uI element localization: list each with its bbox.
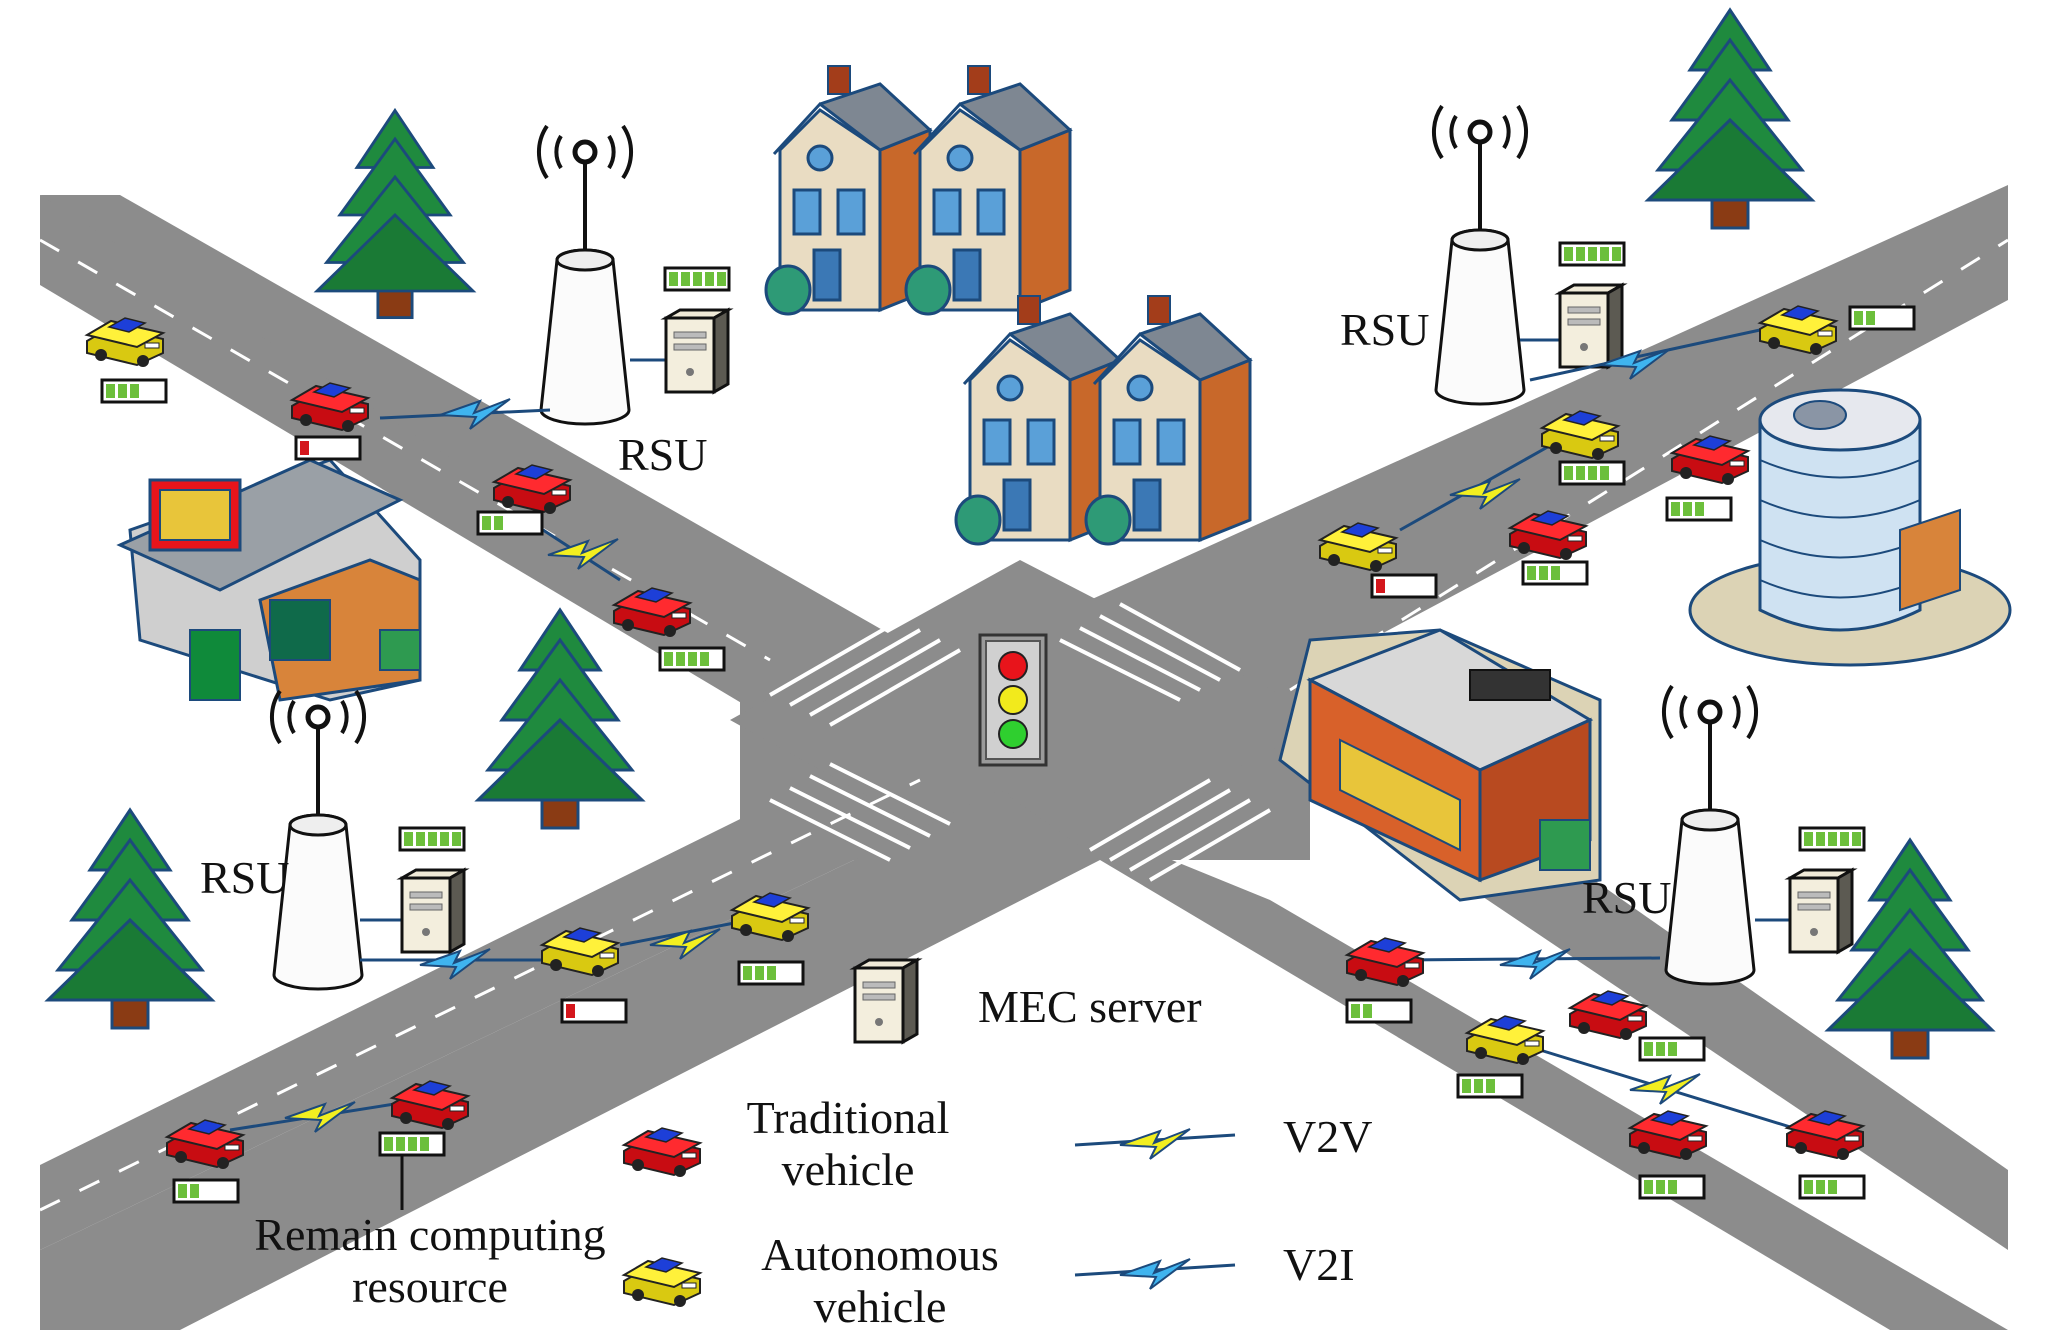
legend-autonomous-vehicle-icon xyxy=(623,1257,701,1308)
rsu-top-left xyxy=(539,126,631,424)
legend-autonomous-label-line2: vehicle xyxy=(814,1281,947,1332)
server-battery xyxy=(663,266,731,292)
houses xyxy=(764,64,1252,546)
rsu-label-bottom-right: RSU xyxy=(1582,872,1671,923)
legend-v2v-label: V2V xyxy=(1283,1111,1372,1162)
rsu-label-bottom-left: RSU xyxy=(200,852,289,903)
traffic-light xyxy=(978,633,1048,767)
store-building xyxy=(1278,628,1602,902)
server-battery xyxy=(1558,241,1626,267)
mec-server-top-left xyxy=(664,308,730,394)
office-building xyxy=(1688,388,2012,667)
rsu-label-top-right: RSU xyxy=(1340,304,1429,355)
communication-links xyxy=(229,328,1801,1133)
legend-v2v-icon xyxy=(1074,1128,1236,1160)
mec-server-bottom-left xyxy=(400,868,466,954)
remain-computing-label-line1: Remain computing xyxy=(254,1209,605,1260)
legend-mec-server-icon xyxy=(853,958,919,1044)
rsu-label-top-left: RSU xyxy=(618,429,707,480)
legend: MEC server Traditional vehicle Autonomou… xyxy=(623,958,1372,1332)
server-battery xyxy=(1798,826,1866,852)
legend-traditional-vehicle-icon xyxy=(623,1127,701,1178)
legend-traditional-label-line1: Traditional xyxy=(747,1092,950,1143)
rsu-bottom-left xyxy=(272,691,364,989)
mec-server-top-right xyxy=(1558,283,1624,369)
legend-v2i-label: V2I xyxy=(1283,1239,1355,1290)
legend-mec-server-label: MEC server xyxy=(978,981,1202,1032)
legend-v2i-icon xyxy=(1074,1258,1236,1290)
mec-server-bottom-right xyxy=(1788,868,1854,954)
rsu-bottom-right xyxy=(1664,686,1756,984)
legend-autonomous-label-line1: Autonomous xyxy=(761,1229,999,1280)
remain-computing-label-line2: resource xyxy=(352,1261,508,1312)
gas-station xyxy=(116,458,422,702)
rsu-top-right xyxy=(1434,106,1526,404)
legend-traditional-label-line2: vehicle xyxy=(782,1144,915,1195)
server-battery xyxy=(398,826,466,852)
